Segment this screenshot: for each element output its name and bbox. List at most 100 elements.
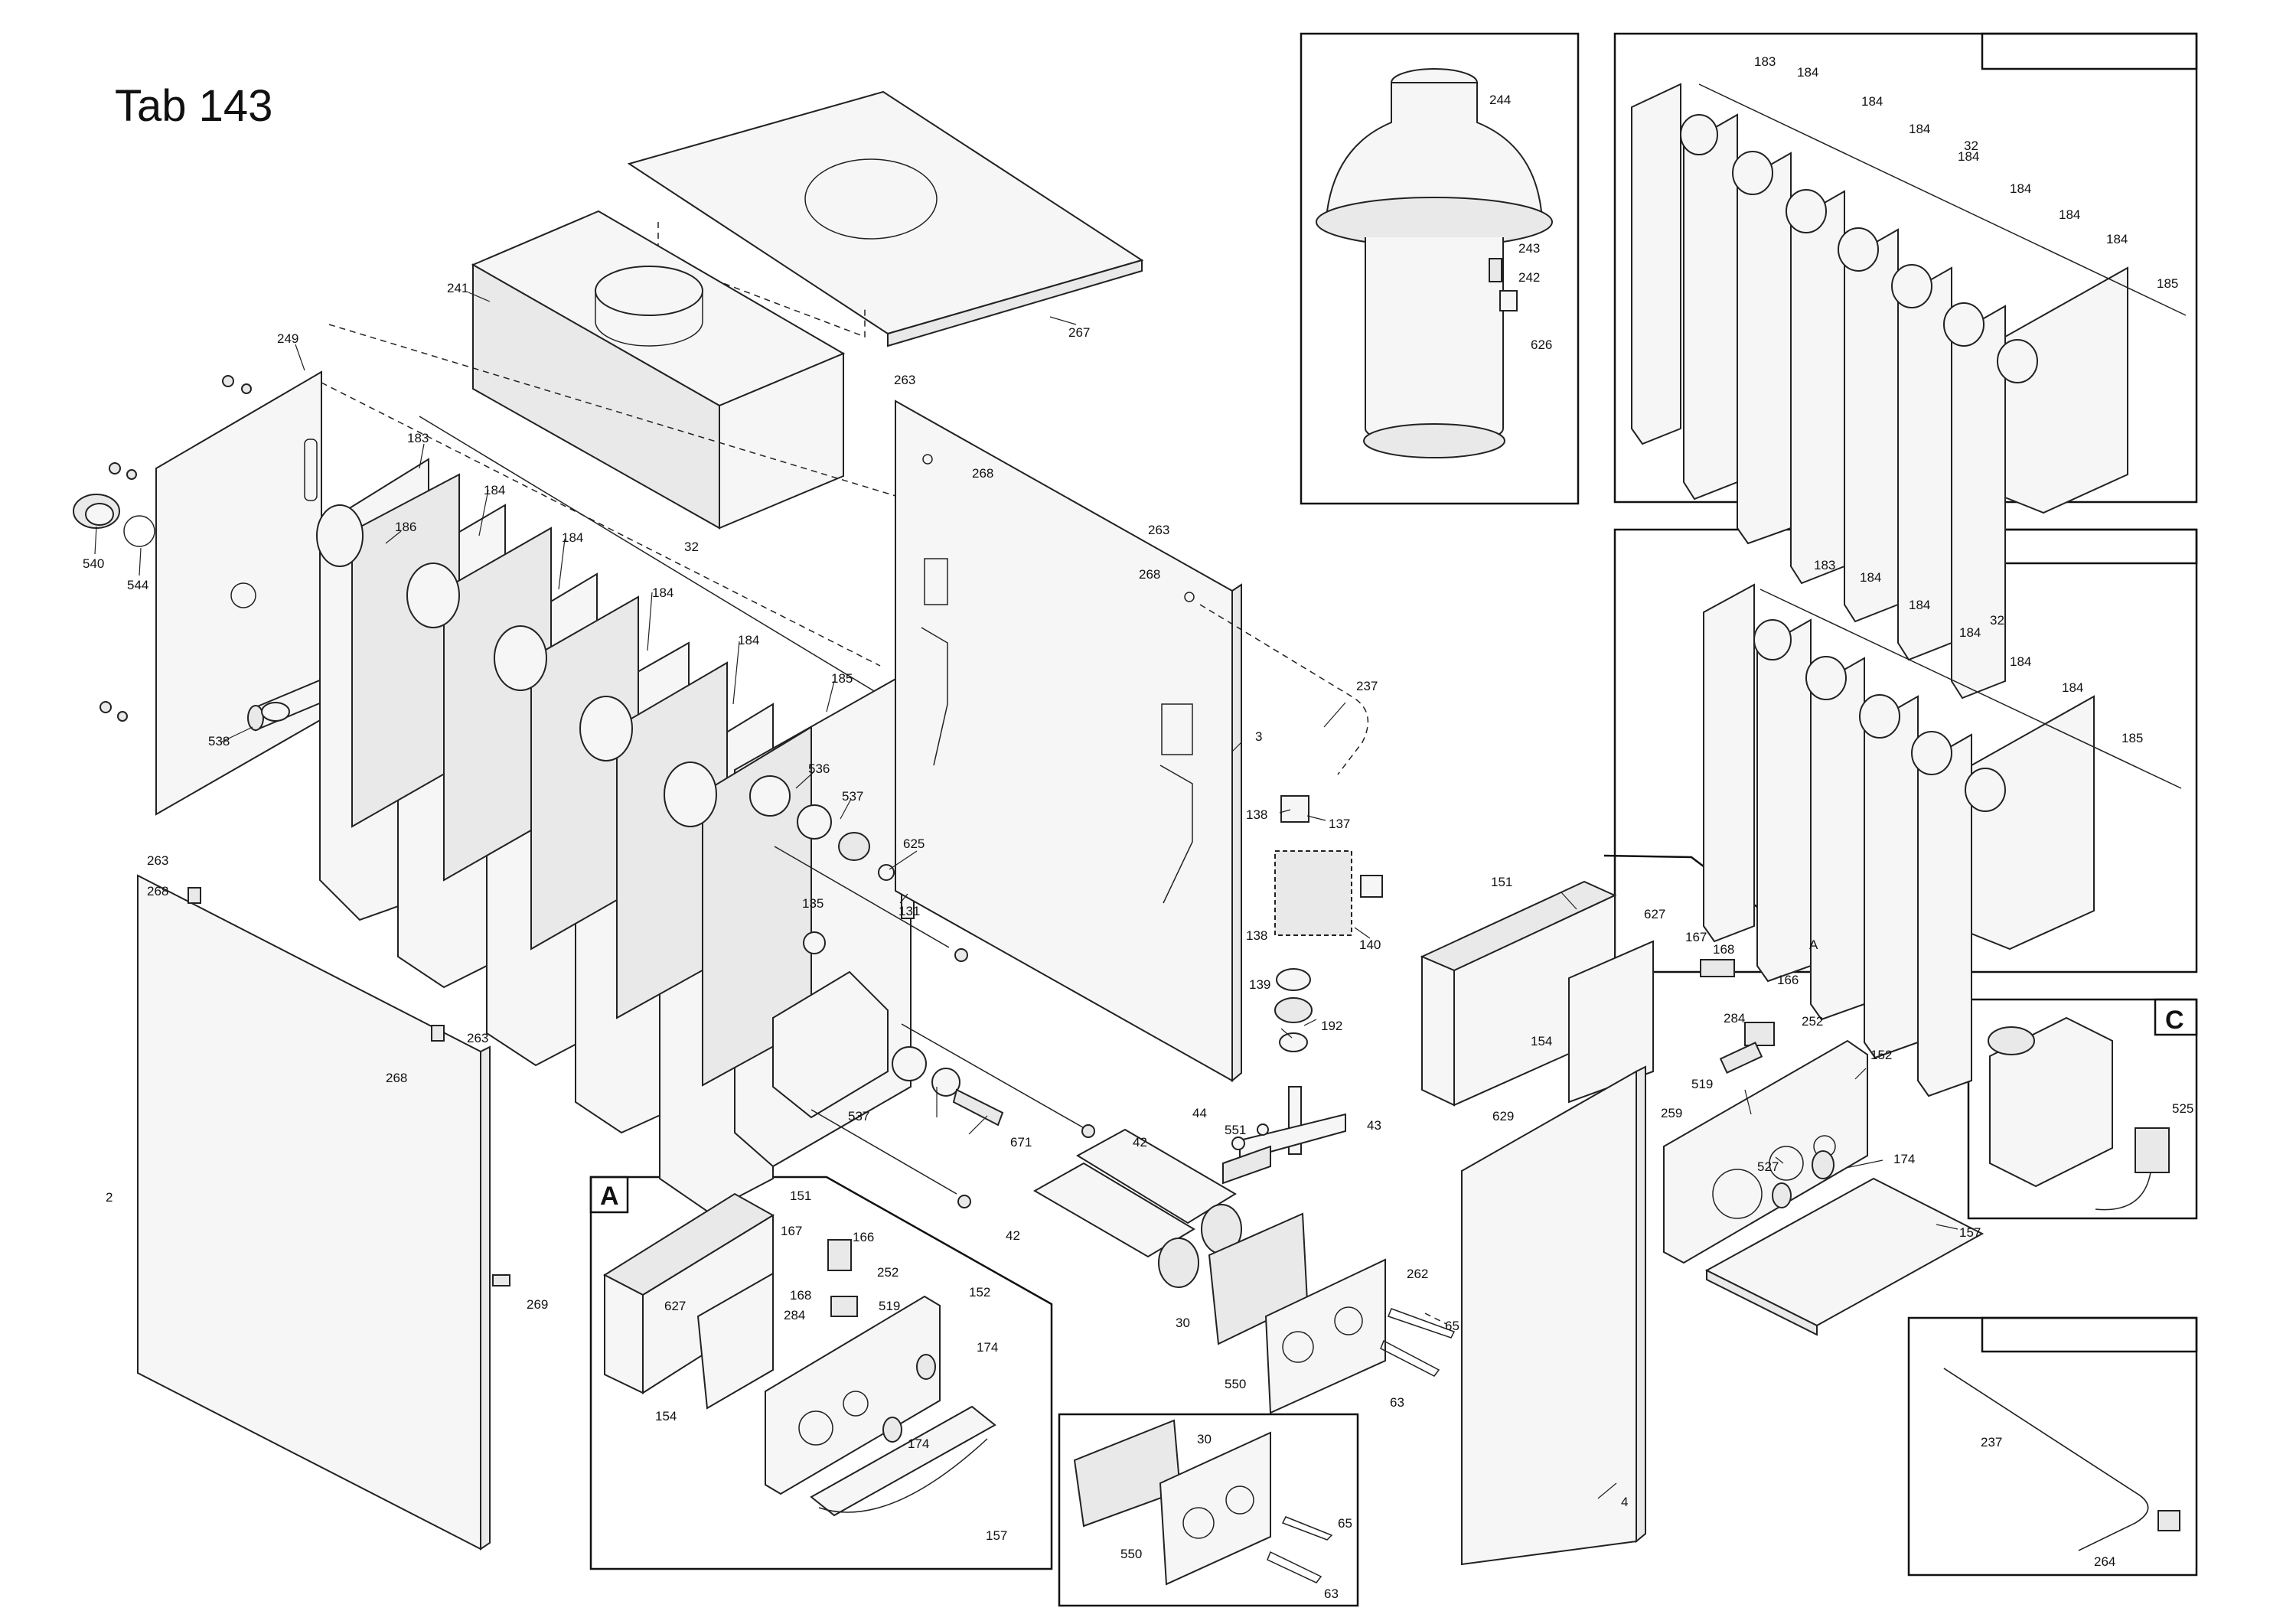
label-242: 242 <box>1518 270 1540 285</box>
label-a-519: 519 <box>879 1299 900 1313</box>
label-259: 259 <box>1661 1106 1682 1120</box>
label-r1-184-g: 184 <box>2106 232 2128 246</box>
label-b-63: 63 <box>1324 1586 1339 1601</box>
label-538: 538 <box>208 734 230 748</box>
label-544: 544 <box>127 578 148 592</box>
label-a-167: 167 <box>781 1224 802 1238</box>
control-box <box>1420 880 1985 1566</box>
label-32: 32 <box>684 540 699 554</box>
label-r1-184-e: 184 <box>2010 181 2031 196</box>
label-186: 186 <box>395 520 416 534</box>
label-a-166: 166 <box>853 1230 874 1244</box>
label-b-30: 30 <box>1197 1432 1212 1446</box>
label-44: 44 <box>1192 1106 1207 1120</box>
label-a-callout: A <box>1809 938 1818 952</box>
label-166: 166 <box>1777 973 1799 987</box>
label-152: 152 <box>1870 1048 1892 1062</box>
label-a-151: 151 <box>790 1189 811 1203</box>
inset-b-frame <box>1058 1413 1359 1607</box>
label-a-284: 284 <box>784 1308 805 1322</box>
exchanger-inset-8 <box>1631 83 2187 699</box>
label-a-152: 152 <box>969 1285 990 1300</box>
label-184-c: 184 <box>652 585 673 600</box>
label-269: 269 <box>527 1297 548 1312</box>
label-284: 284 <box>1724 1011 1745 1026</box>
label-263-a: 263 <box>894 373 915 387</box>
label-a-252: 252 <box>877 1265 899 1280</box>
label-184-b: 184 <box>562 530 583 545</box>
label-537-b: 537 <box>848 1109 869 1123</box>
inset-tab-1 <box>1981 32 2198 70</box>
label-r1-184-c: 184 <box>1909 122 1930 136</box>
label-3: 3 <box>1255 729 1262 744</box>
flue-hood <box>471 210 846 530</box>
label-r1-184-b: 184 <box>1861 94 1883 109</box>
pipe-inset <box>1943 1368 2180 1551</box>
label-r1-184-a: 184 <box>1797 65 1818 80</box>
label-r2-184-e: 184 <box>2062 680 2083 695</box>
label-65: 65 <box>1445 1319 1459 1333</box>
label-263-c: 263 <box>147 853 168 868</box>
label-157: 157 <box>1959 1225 1981 1240</box>
label-b-65: 65 <box>1338 1516 1352 1531</box>
label-63: 63 <box>1390 1395 1404 1410</box>
label-42-a: 42 <box>1133 1135 1147 1150</box>
inset-c-tag <box>2154 998 2198 1036</box>
label-268-b: 268 <box>1139 567 1160 582</box>
inset-pipe-tab <box>1981 1316 2198 1353</box>
label-151: 151 <box>1491 875 1512 889</box>
label-a-174-b: 174 <box>908 1436 929 1451</box>
label-625: 625 <box>903 836 925 851</box>
inset-b-content <box>1073 1419 1333 1586</box>
label-a-168: 168 <box>790 1288 811 1303</box>
label-249: 249 <box>277 331 298 346</box>
inset-pipe-frame <box>1907 1316 2198 1577</box>
label-174: 174 <box>1893 1152 1915 1166</box>
right-side-panel <box>895 399 1242 1083</box>
label-550: 550 <box>1225 1377 1246 1391</box>
main-heat-exchanger <box>261 324 1218 1214</box>
label-268-c: 268 <box>147 884 168 898</box>
label-137: 137 <box>1329 817 1350 831</box>
label-627: 627 <box>1644 907 1665 921</box>
label-237: 237 <box>1356 679 1378 693</box>
label-243: 243 <box>1518 241 1540 256</box>
top-cover <box>627 90 1144 347</box>
label-r2-32: 32 <box>1990 613 2004 628</box>
label-268-a: 268 <box>972 466 993 481</box>
label-r1-32: 32 <box>1964 139 1978 153</box>
inset-tab-2 <box>1981 528 2198 565</box>
label-42-b: 42 <box>1006 1228 1020 1243</box>
label-252: 252 <box>1802 1014 1823 1029</box>
label-a-157: 157 <box>986 1528 1007 1543</box>
label-r2-184-b: 184 <box>1909 598 1930 612</box>
label-527: 527 <box>1757 1159 1779 1174</box>
label-30: 30 <box>1176 1316 1190 1330</box>
gas-train <box>1199 604 1383 1185</box>
inset-c-frame <box>1967 998 2198 1220</box>
label-r1-183: 183 <box>1754 54 1776 69</box>
label-pipe-264: 264 <box>2094 1554 2115 1569</box>
rear-left-panel <box>73 370 322 816</box>
label-192: 192 <box>1321 1019 1342 1033</box>
label-r2-185: 185 <box>2122 731 2143 745</box>
label-671: 671 <box>1010 1135 1032 1150</box>
label-551: 551 <box>1225 1123 1246 1137</box>
label-b-550: 550 <box>1120 1547 1142 1561</box>
label-140: 140 <box>1359 938 1381 952</box>
inset-chimney-frame <box>1300 32 1580 505</box>
label-c-525: 525 <box>2172 1101 2193 1116</box>
label-267: 267 <box>1068 325 1090 340</box>
label-135: 135 <box>802 896 823 911</box>
label-519: 519 <box>1691 1077 1713 1091</box>
label-r1-184-d: 184 <box>1958 149 1979 164</box>
label-268-d: 268 <box>386 1071 407 1085</box>
label-536: 536 <box>808 761 830 776</box>
gas-valve-inset <box>1988 1016 2170 1211</box>
label-184-a: 184 <box>484 483 505 497</box>
inset-a-letter: A <box>600 1182 619 1211</box>
label-4: 4 <box>1621 1495 1628 1509</box>
label-r2-184-c: 184 <box>1959 625 1981 640</box>
label-r1-185: 185 <box>2157 276 2178 291</box>
